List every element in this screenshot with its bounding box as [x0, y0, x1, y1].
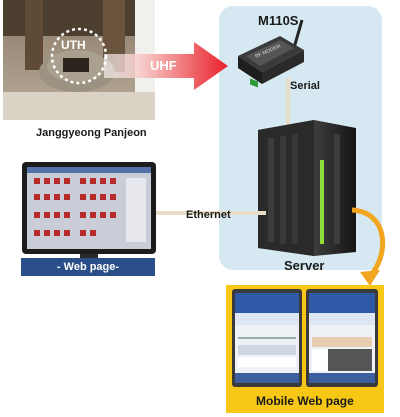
m110s-modem: RF MODEM	[238, 19, 304, 88]
uhf-label: UHF	[150, 58, 177, 73]
web-page-monitor	[22, 162, 156, 274]
uth-label: UTH	[61, 38, 86, 52]
serial-line	[286, 78, 290, 126]
server-to-mobile-arrow	[351, 207, 386, 286]
device-name: M110S	[258, 13, 299, 28]
ethernet-line	[156, 211, 266, 215]
uhf-arrow	[104, 42, 228, 90]
web-page-bar: - Web page-	[21, 258, 155, 276]
server-illustration	[258, 120, 356, 256]
mobile-phone-screens	[232, 289, 378, 387]
web-page-label: - Web page-	[56, 261, 120, 273]
server-label: Server	[284, 258, 325, 273]
photo-caption: Janggyeong Panjeon	[36, 127, 147, 139]
ethernet-label: Ethernet	[186, 209, 231, 221]
mobile-web-page-label: Mobile Web page	[256, 394, 354, 408]
serial-label: Serial	[290, 80, 320, 92]
